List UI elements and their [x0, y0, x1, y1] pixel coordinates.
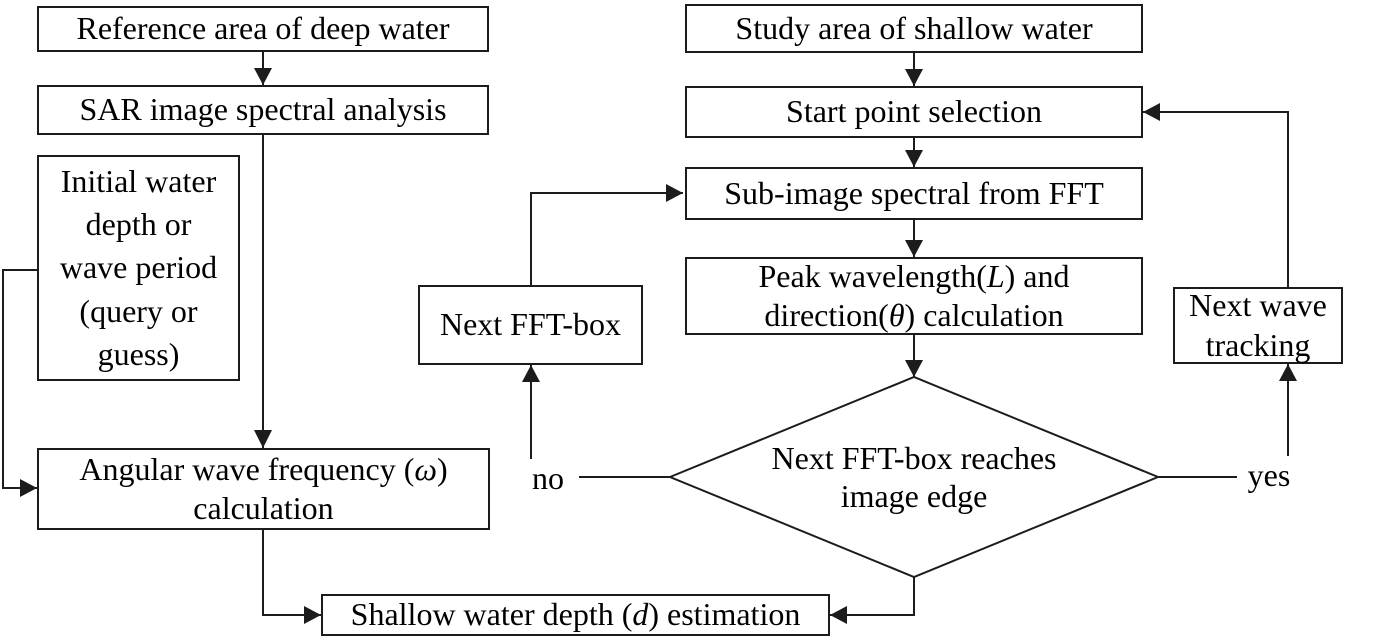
node-shallow-water-depth: Shallow water depth (d) estimation: [321, 594, 830, 636]
edge-decision-to-shallow: [830, 577, 915, 616]
node-initial-water-depth-label: Initial water depth or wave period (quer…: [59, 163, 218, 372]
arrowhead-up-icon: [522, 365, 540, 382]
arrowhead-down-icon: [905, 240, 923, 257]
node-study-area-label: Study area of shallow water: [735, 9, 1093, 46]
arrowhead-down-icon: [905, 69, 923, 86]
arrowhead-right-icon: [666, 184, 683, 202]
arrowhead-up-icon: [1279, 364, 1297, 381]
arrowhead-right-icon: [304, 606, 321, 624]
arrowhead-right-icon: [20, 479, 37, 497]
arrowhead-left-icon: [1143, 103, 1160, 121]
label-text: Peak wavelength(: [758, 257, 987, 294]
node-peak-wavelength-direction: Peak wavelength(L) and direction(θ) calc…: [685, 257, 1143, 335]
node-reference-area: Reference area of deep water: [37, 6, 489, 52]
node-start-point-selection: Start point selection: [685, 86, 1143, 138]
node-peak-wavelength-direction-label: Peak wavelength(L) and direction(θ) calc…: [758, 257, 1069, 335]
node-initial-water-depth: Initial water depth or wave period (quer…: [37, 155, 240, 381]
arrowhead-down-icon: [905, 150, 923, 167]
arrowhead-down-icon: [254, 430, 272, 448]
wavelength-symbol: L: [986, 257, 1005, 294]
arrowhead-left-icon: [830, 606, 847, 624]
node-reference-area-label: Reference area of deep water: [76, 10, 450, 47]
node-angular-wave-frequency-label: Angular wave frequency (ω) calculation: [79, 450, 447, 528]
label-text: ) calculation: [904, 297, 1064, 333]
depth-symbol: d: [632, 596, 649, 633]
node-shallow-water-depth-label: Shallow water depth (d) estimation: [351, 595, 801, 634]
label-text: Shallow water depth (: [350, 596, 633, 633]
node-sub-image-spectral-label: Sub-image spectral from FFT: [724, 174, 1104, 211]
edge-initial-to-angular: [2, 269, 37, 489]
node-sub-image-spectral: Sub-image spectral from FFT: [685, 167, 1143, 220]
edge-label-yes: yes: [1237, 456, 1301, 494]
arrowhead-down-icon: [254, 68, 272, 85]
arrowhead-down-icon: [905, 360, 923, 377]
node-sar-spectral-analysis: SAR image spectral analysis: [37, 85, 489, 135]
label-text: Angular wave frequency (: [79, 450, 415, 487]
label-text: ) calculation: [193, 450, 448, 526]
theta-symbol: θ: [888, 297, 905, 333]
omega-symbol: ω: [414, 450, 437, 487]
node-next-fft-box: Next FFT-box: [418, 285, 643, 365]
node-next-wave-tracking: Next wave tracking: [1173, 287, 1343, 364]
edge-nextfft-to-subimage: [530, 192, 683, 285]
decision-diamond-label: Next FFT-box reaches image edge: [771, 439, 1057, 514]
label-text: ) estimation: [648, 596, 801, 633]
edge-label-no: no: [517, 459, 579, 497]
edge-angular-to-shallow: [262, 530, 321, 616]
node-start-point-selection-label: Start point selection: [786, 93, 1042, 130]
node-next-fft-box-label: Next FFT-box: [439, 306, 622, 343]
node-next-wave-tracking-label: Next wave tracking: [1189, 287, 1327, 363]
label-text: ) and direction(: [764, 257, 1070, 333]
node-angular-wave-frequency: Angular wave frequency (ω) calculation: [37, 448, 490, 530]
node-study-area: Study area of shallow water: [685, 4, 1143, 53]
node-sar-spectral-analysis-label: SAR image spectral analysis: [79, 91, 447, 128]
edge-nextwave-to-start: [1143, 111, 1289, 287]
